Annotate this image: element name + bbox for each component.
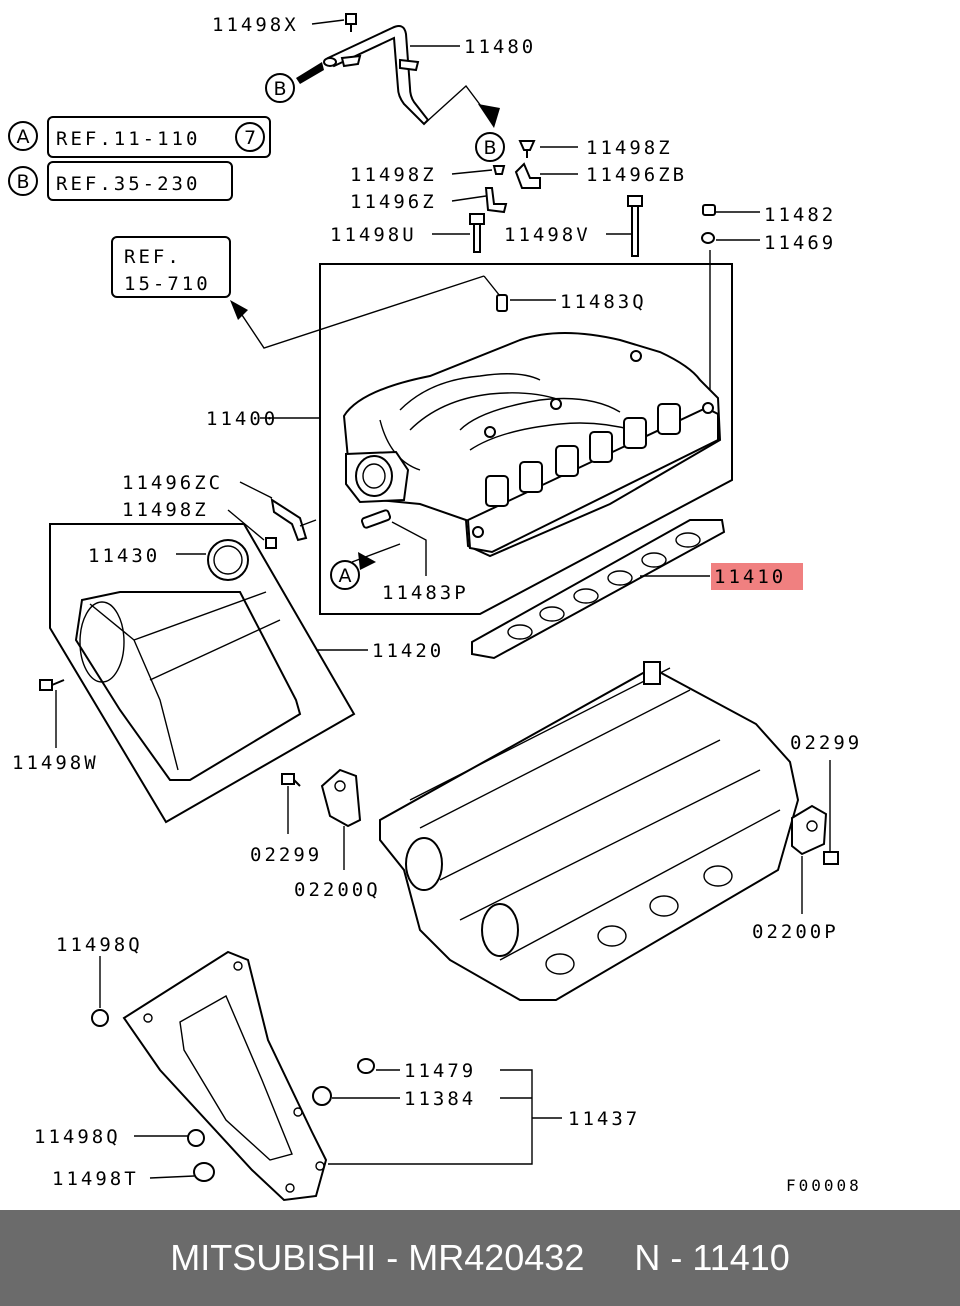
bracket-11496ZC: [270, 497, 308, 542]
footer-text: MITSUBISHI - MR420432 N - 11410: [170, 1237, 790, 1278]
ref-b-box: B REF.35-230: [8, 161, 233, 201]
label-11420: 11420: [372, 640, 444, 662]
svg-text:REF.11-110: REF.11-110: [56, 128, 200, 150]
bolt-11498V: [627, 195, 643, 257]
gasket-11410: [471, 519, 726, 660]
svg-text:B: B: [273, 78, 286, 100]
label-11498T: 11498T: [52, 1168, 139, 1190]
label-02299-right: 02299: [790, 732, 862, 754]
svg-text:REF.35-230: REF.35-230: [56, 173, 200, 195]
nut-11482: [702, 204, 716, 216]
bracket-11496Z: [484, 187, 508, 214]
bracket-02200P: [791, 804, 828, 856]
svg-text:B: B: [483, 137, 496, 159]
bolt-11498Z-top: [518, 140, 536, 158]
manifold-outline-box: [319, 263, 733, 615]
label-11483Q: 11483Q: [560, 291, 647, 313]
svg-text:B: B: [16, 171, 29, 193]
stud-11483Q: [496, 294, 508, 312]
parts-diagram: B B A REF.11-110 7 B REF.35-230 REF. 15-…: [8, 13, 862, 1202]
svg-text:REF.: REF.: [124, 246, 182, 268]
stud-11483P: [360, 509, 392, 529]
bolt-02299-left: [281, 773, 301, 787]
bracket-02200Q: [320, 768, 362, 828]
nut-11498Q-bottom: [187, 1129, 205, 1147]
marker-b-top: B: [265, 62, 324, 103]
label-11498Q-bottom: 11498Q: [34, 1126, 121, 1148]
label-11482: 11482: [764, 204, 836, 226]
label-11498Z-left: 11498Z: [122, 499, 209, 521]
label-11480: 11480: [464, 36, 536, 58]
bolt-11498X: [345, 13, 357, 32]
svg-text:7: 7: [244, 127, 256, 149]
highlight-11410: [711, 563, 803, 590]
marker-a-low: A: [330, 560, 360, 590]
nut-11498Q-top: [91, 1009, 109, 1027]
figure-code: F00008: [786, 1176, 862, 1195]
label-11498Z-mid: 11498Z: [350, 164, 437, 186]
label-11498X: 11498X: [212, 14, 299, 36]
footer-bar: MITSUBISHI - MR420432 N - 11410: [0, 1210, 960, 1306]
label-11498Z-top: 11498Z: [586, 137, 673, 159]
breather-hose-11480: [323, 25, 430, 126]
washer-11479: [357, 1058, 375, 1074]
ref-a-box: A REF.11-110 7: [8, 116, 271, 158]
o-ring-11430: [207, 539, 249, 581]
bolt-02299-right: [823, 851, 839, 865]
label-11483P: 11483P: [382, 582, 469, 604]
label-11430: 11430: [88, 545, 160, 567]
svg-text:15-710: 15-710: [124, 273, 211, 295]
label-11410: 11410: [714, 566, 786, 588]
label-11469: 11469: [764, 232, 836, 254]
label-11400: 11400: [206, 408, 278, 430]
label-11498Q-top: 11498Q: [56, 934, 143, 956]
cylinder-head: [379, 661, 800, 1001]
washer-11469: [701, 232, 715, 244]
plenum-cover-11420: [74, 591, 302, 781]
label-02200Q: 02200Q: [294, 879, 381, 901]
label-11498W: 11498W: [12, 752, 99, 774]
label-02299-left: 02299: [250, 844, 322, 866]
plenum-cover-outline-box: [49, 523, 356, 824]
nut-11498T: [193, 1162, 215, 1182]
label-11496ZB: 11496ZB: [586, 164, 687, 186]
label-11498U: 11498U: [330, 224, 417, 246]
svg-text:A: A: [17, 126, 30, 148]
svg-text:A: A: [339, 565, 352, 587]
label-02200P: 02200P: [752, 921, 839, 943]
bushing-11384: [312, 1086, 332, 1106]
label-11496Z: 11496Z: [350, 191, 437, 213]
stay-bracket-11437: [122, 950, 328, 1202]
label-11437: 11437: [568, 1108, 640, 1130]
marker-b-mid: B: [475, 132, 505, 162]
bolt-11498Z-c: [265, 537, 277, 549]
bolt-11498W: [39, 679, 65, 691]
label-11479: 11479: [404, 1060, 476, 1082]
label-11384: 11384: [404, 1088, 476, 1110]
bracket-11496ZB: [514, 162, 541, 189]
bolt-11498Z-b: [492, 165, 506, 175]
intake-manifold-11400: [342, 332, 722, 558]
label-11498V: 11498V: [504, 224, 591, 246]
ref-15-710-box: REF. 15-710: [111, 236, 485, 349]
bolt-11498U: [469, 213, 485, 253]
label-11496ZC: 11496ZC: [122, 472, 223, 494]
